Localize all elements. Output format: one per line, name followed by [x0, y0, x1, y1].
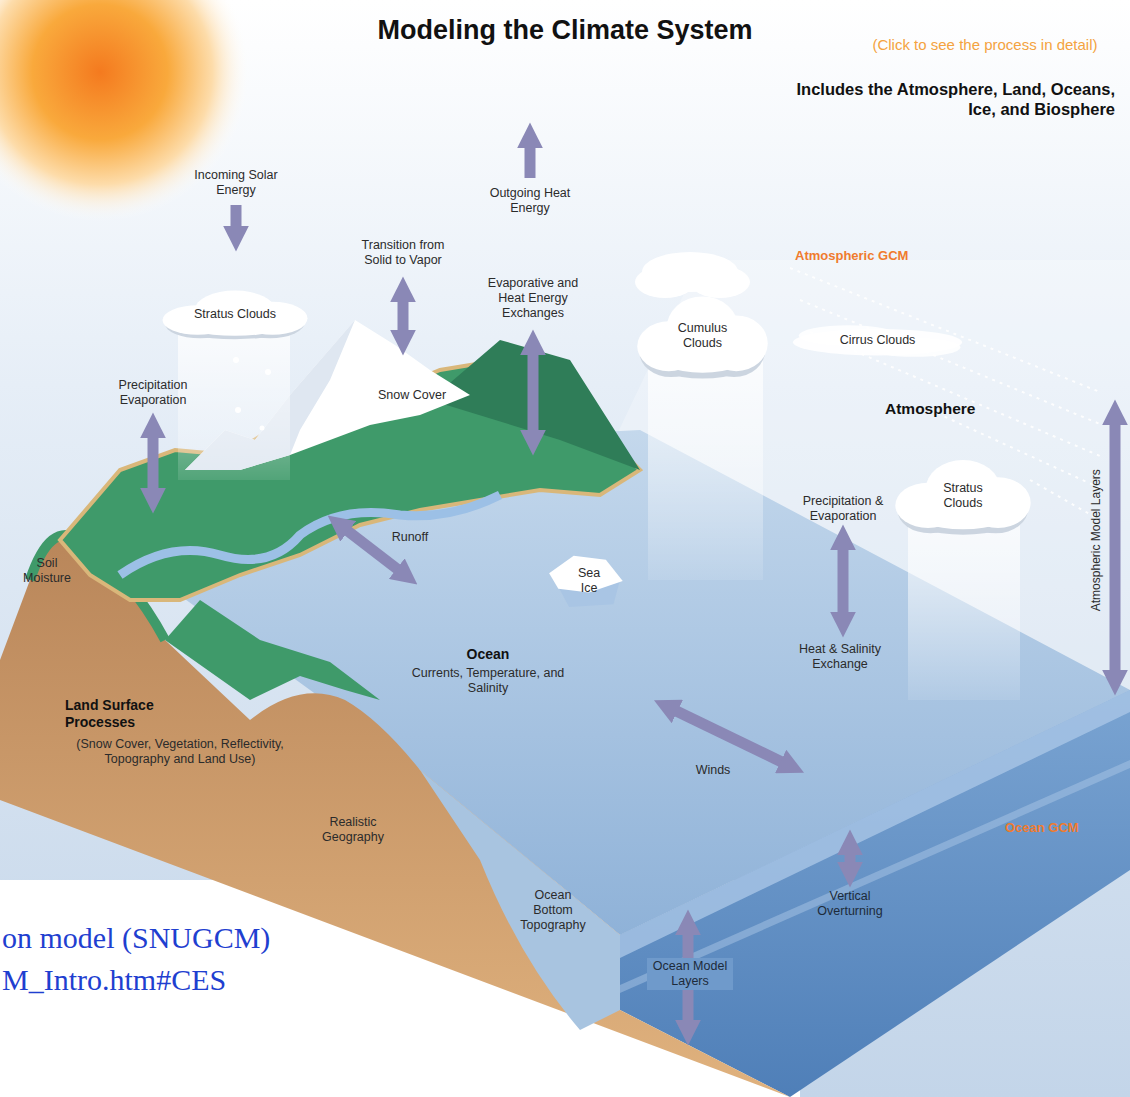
- callout-label: M_Intro.htm#CES: [2, 962, 422, 998]
- callout-label: Outgoing Heat Energy: [480, 186, 580, 216]
- callout-label: (Snow Cover, Vegetation, Reflectivity, T…: [75, 737, 285, 767]
- callout-label: Ocean Bottom Topography: [516, 888, 591, 933]
- callout-label: Includes the Atmosphere, Land, Oceans, I…: [775, 80, 1115, 120]
- callout-label: Snow Cover: [367, 388, 457, 403]
- callout-label: Runoff: [380, 530, 440, 545]
- node-label: Stratus Clouds: [194, 307, 276, 322]
- node-label: Stratus Clouds: [928, 481, 998, 511]
- callout-label: (Click to see the process in detail): [835, 36, 1130, 54]
- callout-label: Atmosphere: [885, 400, 1015, 419]
- node-label: Sea Ice: [569, 566, 609, 596]
- node-label: Cirrus Clouds: [840, 333, 916, 348]
- cloud-node: Cumulus Clouds: [635, 292, 770, 380]
- cloud-node: Cirrus Clouds: [790, 318, 965, 362]
- callout-label: Heat & Salinity Exchange: [788, 642, 893, 672]
- cloud-node: Stratus Clouds: [893, 456, 1033, 536]
- callout-label: Currents, Temperature, and Salinity: [401, 666, 576, 696]
- callout-label: Winds: [678, 763, 748, 778]
- callout-label: Precipitation & Evaporation: [793, 494, 893, 524]
- callout-label: Soil Moisture: [15, 556, 79, 586]
- callout-label: Land Surface Processes: [65, 697, 185, 731]
- callout-label: Precipitation Evaporation: [106, 378, 201, 408]
- axis-label: Atmospheric Model Layers: [1089, 450, 1103, 630]
- callout-label: Incoming Solar Energy: [184, 168, 289, 198]
- sea-ice: Sea Ice: [543, 552, 635, 610]
- callout-label: Ocean GCM: [1005, 820, 1115, 836]
- callout-label: Vertical Overturning: [808, 889, 893, 919]
- callout-label: Evaporative and Heat Energy Exchanges: [476, 276, 591, 321]
- callout-label: Transition from Solid to Vapor: [351, 238, 456, 268]
- node-label: Cumulus Clouds: [668, 321, 738, 351]
- callout-label: Realistic Geography: [313, 815, 393, 845]
- callout-label: on model (SNUGCM): [2, 920, 422, 956]
- callout-label: Ocean Model Layers: [647, 958, 733, 990]
- callout-label: Ocean: [438, 646, 538, 663]
- cloud-node: Stratus Clouds: [160, 288, 310, 340]
- callout-label: Atmospheric GCM: [795, 248, 935, 264]
